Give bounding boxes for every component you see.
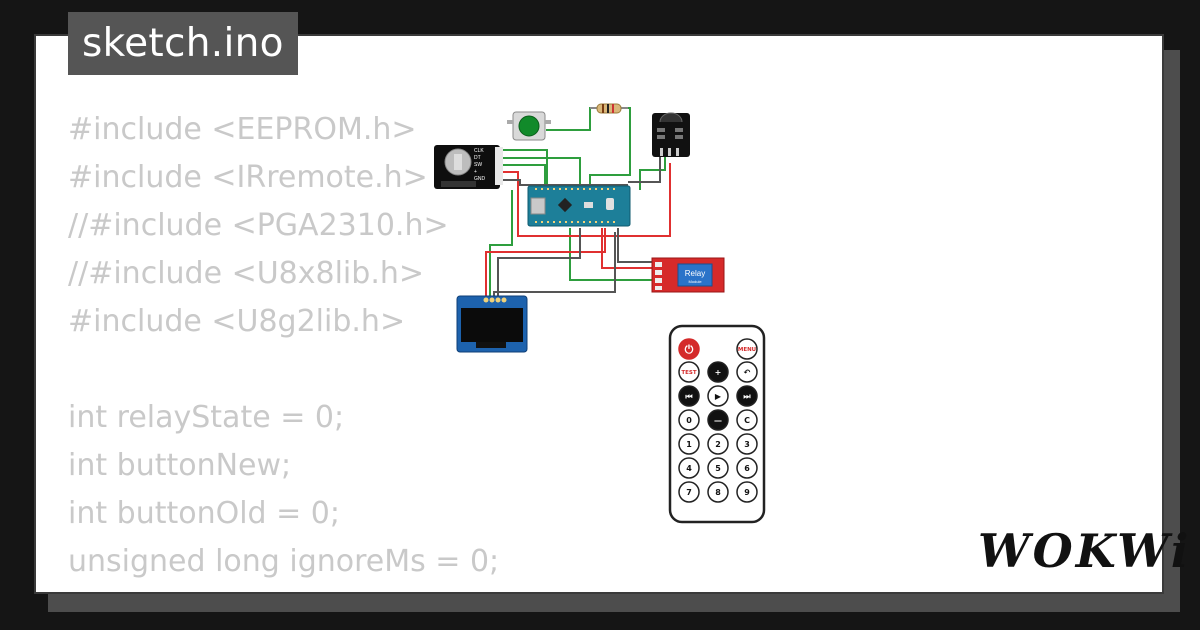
remote-button[interactable]: 9 bbox=[736, 481, 758, 503]
code-listing: #include <EEPROM.h> #include <IRremote.h… bbox=[68, 106, 500, 592]
remote-button[interactable]: C bbox=[736, 409, 758, 431]
remote-button-label: ↶ bbox=[743, 368, 751, 377]
oled-display-component bbox=[456, 295, 528, 353]
remote-button[interactable]: 7 bbox=[678, 481, 700, 503]
remote-button[interactable]: MENU bbox=[736, 338, 758, 360]
resistor-component bbox=[590, 103, 628, 114]
remote-button[interactable]: ⏮ bbox=[678, 385, 700, 407]
encoder-pin-gnd: GND bbox=[474, 176, 486, 182]
code-line: int buttonOld = 0; bbox=[68, 496, 340, 531]
remote-button[interactable]: 6 bbox=[736, 457, 758, 479]
remote-button[interactable]: ↶ bbox=[736, 361, 758, 383]
wokwi-logo: WOKWi bbox=[978, 524, 1192, 578]
code-line: unsigned long ignoreMs = 0; bbox=[68, 544, 500, 579]
relay-module-component: Relay Module bbox=[651, 257, 725, 293]
remote-button[interactable]: 0 bbox=[678, 409, 700, 431]
remote-button-label: ⏭ bbox=[743, 392, 751, 401]
remote-button[interactable]: 5 bbox=[707, 457, 729, 479]
arduino-nano-board bbox=[527, 185, 631, 227]
remote-button-label: 3 bbox=[744, 440, 750, 449]
relay-sublabel: Module bbox=[688, 279, 702, 284]
encoder-pin-clk: CLK bbox=[474, 148, 484, 154]
ir-remote-buttons: ⏻ MENU TEST + ↶ ⏮ ▶ ⏭ 0 — C 1 2 3 4 5 6 7 8 9 bbox=[678, 338, 758, 503]
ir-receiver-component bbox=[652, 112, 690, 157]
code-line: //#include <PGA2310.h> bbox=[68, 208, 449, 243]
remote-button[interactable]: + bbox=[707, 361, 729, 383]
encoder-pin-vcc: + bbox=[474, 169, 477, 175]
remote-button[interactable]: — bbox=[707, 409, 729, 431]
remote-button-label: 5 bbox=[715, 464, 721, 473]
remote-button-label: C bbox=[744, 416, 750, 425]
remote-button[interactable]: TEST bbox=[678, 361, 700, 383]
code-line: int buttonNew; bbox=[68, 448, 292, 483]
preview-card: #include <EEPROM.h> #include <IRremote.h… bbox=[34, 34, 1164, 594]
remote-button[interactable]: ▶ bbox=[707, 385, 729, 407]
remote-button-label: ⏻ bbox=[685, 343, 694, 356]
remote-button[interactable]: 8 bbox=[707, 481, 729, 503]
remote-button-label: 7 bbox=[686, 488, 692, 497]
remote-button-label: 1 bbox=[686, 440, 692, 449]
remote-button-label: 4 bbox=[686, 464, 692, 473]
remote-button[interactable]: 3 bbox=[736, 433, 758, 455]
code-line: #include <EEPROM.h> bbox=[68, 112, 417, 147]
push-button-component bbox=[507, 111, 551, 141]
remote-button-label: ▶ bbox=[715, 392, 722, 401]
remote-button[interactable]: 4 bbox=[678, 457, 700, 479]
remote-button-label: 0 bbox=[686, 416, 692, 425]
code-line: #include <IRremote.h> bbox=[68, 160, 428, 195]
remote-button-label: MENU bbox=[738, 347, 756, 353]
rotary-encoder-component: CLK DT SW + GND bbox=[434, 145, 503, 189]
encoder-pin-dt: DT bbox=[474, 155, 481, 161]
remote-button-label: — bbox=[714, 416, 722, 425]
code-line: #include <U8g2lib.h> bbox=[68, 304, 406, 339]
remote-button-label: ⏮ bbox=[685, 392, 692, 401]
relay-label: Relay bbox=[685, 269, 705, 278]
remote-button-label: 9 bbox=[744, 488, 750, 497]
code-line: //#include <U8x8lib.h> bbox=[68, 256, 425, 291]
remote-button-label: TEST bbox=[681, 370, 696, 376]
page-title: sketch.ino bbox=[68, 12, 298, 75]
remote-button[interactable]: 2 bbox=[707, 433, 729, 455]
remote-button-label: 6 bbox=[744, 464, 750, 473]
remote-button[interactable]: ⏭ bbox=[736, 385, 758, 407]
remote-button[interactable]: ⏻ bbox=[678, 338, 700, 360]
remote-button[interactable]: 1 bbox=[678, 433, 700, 455]
code-line: int relayState = 0; bbox=[68, 400, 345, 435]
remote-button-label: + bbox=[715, 368, 722, 377]
remote-button-label: 8 bbox=[715, 488, 721, 497]
remote-button-label: 2 bbox=[715, 440, 721, 449]
encoder-pin-sw: SW bbox=[474, 162, 482, 168]
